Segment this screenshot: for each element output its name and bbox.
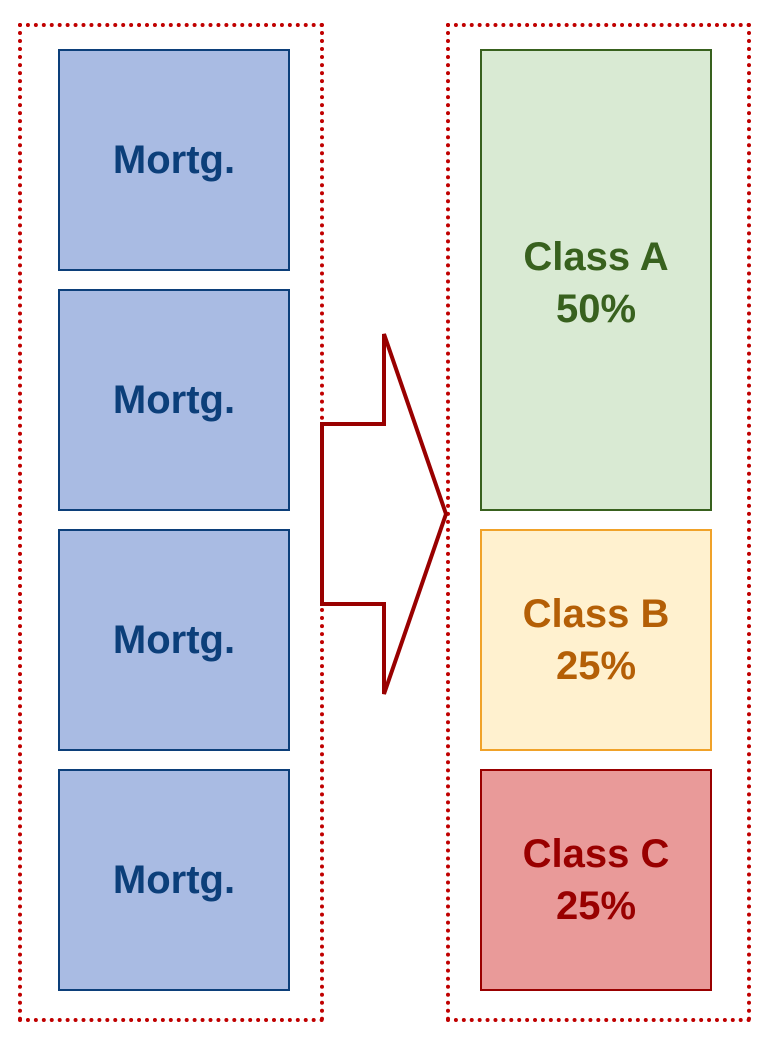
mortgage-box: Mortg. bbox=[58, 769, 290, 991]
tranche-class-c: Class C 25% bbox=[480, 769, 712, 991]
tranche-class-b: Class B 25% bbox=[480, 529, 712, 751]
tranche-share: 50% bbox=[555, 287, 637, 331]
mortgage-label: Mortg. bbox=[112, 378, 236, 422]
mortgage-box: Mortg. bbox=[58, 529, 290, 751]
mortgage-box: Mortg. bbox=[58, 49, 290, 271]
tranche-name: Class A bbox=[523, 235, 669, 279]
mortgage-box: Mortg. bbox=[58, 289, 290, 511]
mortgage-label: Mortg. bbox=[112, 858, 236, 902]
mortgage-label: Mortg. bbox=[112, 138, 236, 182]
mortgage-label: Mortg. bbox=[112, 618, 236, 662]
tranche-group bbox=[446, 23, 751, 1022]
tranche-name: Class B bbox=[522, 592, 670, 636]
tranche-share: 25% bbox=[555, 884, 637, 928]
tranche-name: Class C bbox=[522, 832, 670, 876]
tranche-share: 25% bbox=[555, 644, 637, 688]
tranche-class-a: Class A 50% bbox=[480, 49, 712, 511]
